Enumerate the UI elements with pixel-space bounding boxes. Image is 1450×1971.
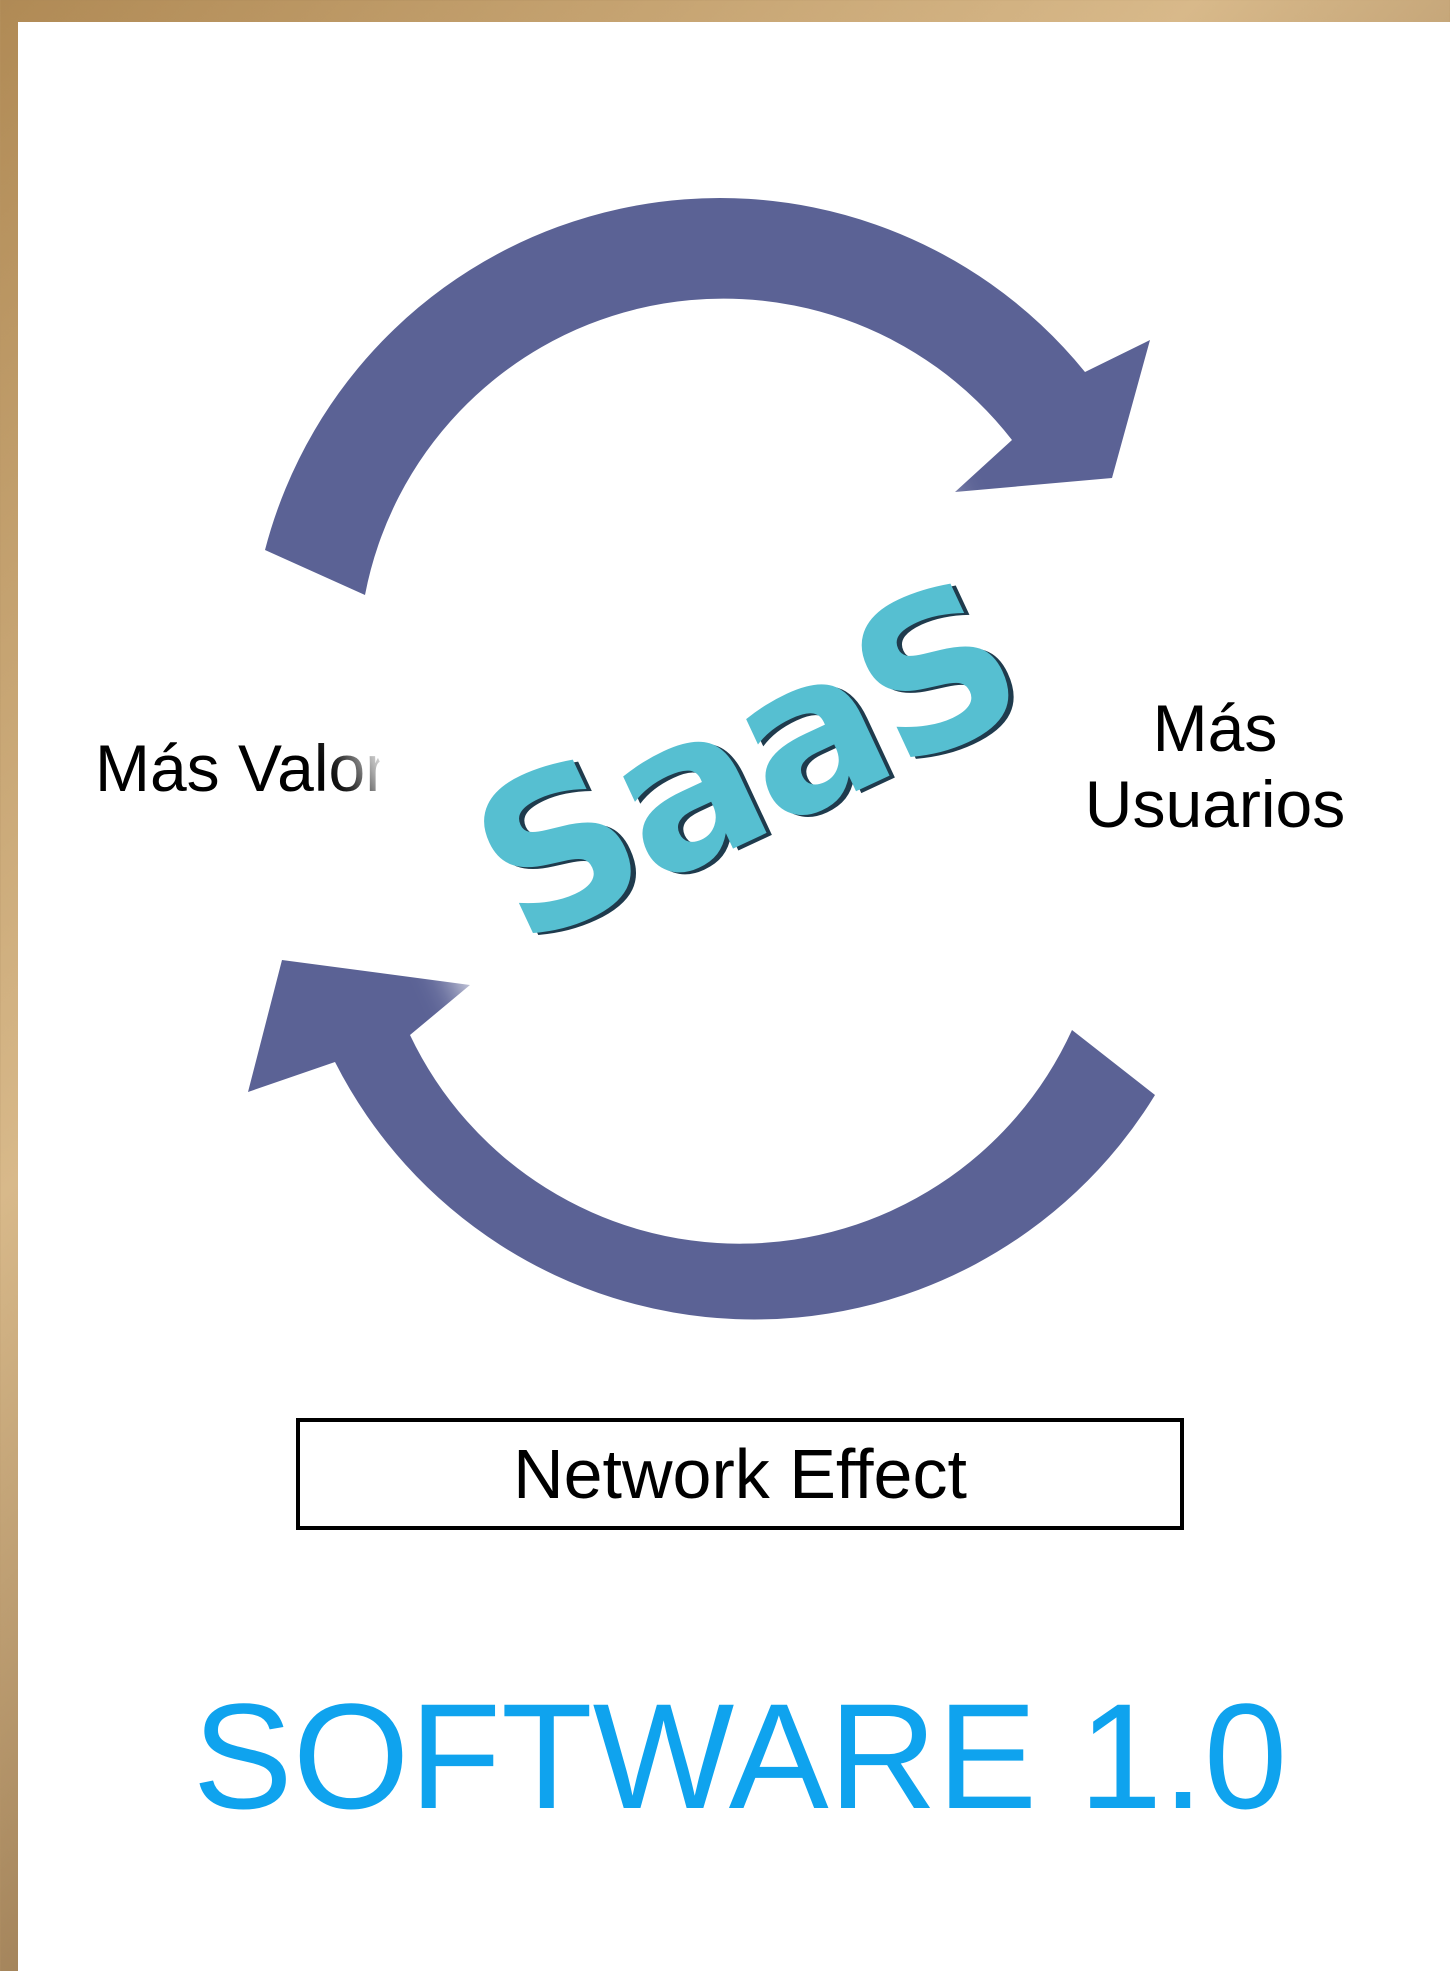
top-cycle-arrow [265,198,1150,595]
label-mas-usuarios: Más Usuarios [1050,690,1380,842]
software-title: SOFTWARE 1.0 [192,1672,1288,1840]
label-mas-usuarios-line1: Más [1152,691,1278,765]
network-effect-label: Network Effect [513,1435,967,1513]
slide [18,22,1450,1971]
label-mas-usuarios-line2: Usuarios [1084,767,1346,841]
network-effect-box: Network Effect [296,1418,1184,1530]
bottom-cycle-arrow [248,960,1155,1320]
label-mas-valor: Más Valor [95,731,388,805]
